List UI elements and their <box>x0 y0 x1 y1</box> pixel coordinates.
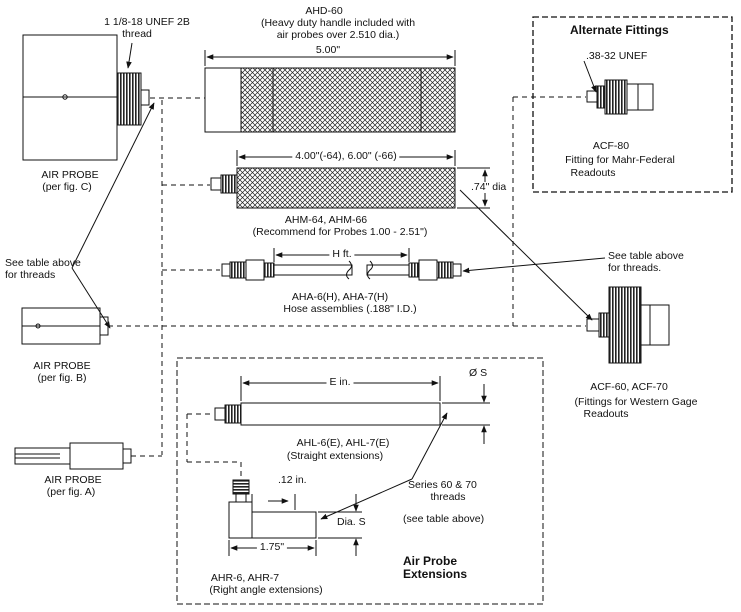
probe-c-thread-line2: thread <box>122 28 152 40</box>
probe-a-label-line2: (per fig. A) <box>46 486 96 498</box>
acf80-thread-label: .38-32 UNEF <box>586 50 648 62</box>
leader-series-to-straight <box>411 412 448 480</box>
ahm-dia-label: .74" dia <box>470 181 508 193</box>
right-angle-note-label: (Right angle extensions) <box>209 584 323 596</box>
hose-assembly <box>221 259 462 281</box>
series-note-line2: threads <box>430 491 466 503</box>
leader-threads-right <box>462 257 606 274</box>
probe-a-label-line1: AIR PROBE <box>44 474 102 486</box>
probe-b-drawing <box>21 307 109 345</box>
threads-note-left-line1: See table above <box>5 257 81 269</box>
straight-length-label: E in. <box>326 377 354 388</box>
acf80-desc-line1: Fitting for Mahr-Federal <box>565 154 675 166</box>
ahd60-handle <box>204 67 456 133</box>
straight-dia-label: Ø S <box>469 367 488 379</box>
alternate-fittings-box <box>532 16 733 193</box>
hose-note-label: Hose assemblies (.188" I.D.) <box>283 303 417 315</box>
acf60-note-line2: Readouts <box>583 408 629 420</box>
ahd60-note-line2: air probes over 2.510 dia.) <box>276 29 400 41</box>
ahm-note-label: (Recommend for Probes 1.00 - 2.51") <box>252 226 428 238</box>
hose-part-label: AHA-6(H), AHA-7(H) <box>291 291 389 303</box>
right-angle-dia-label: Dia. S <box>336 516 367 528</box>
straight-extension <box>214 402 441 426</box>
series-note-line3: (see table above) <box>403 513 485 525</box>
connection-lines <box>108 96 586 479</box>
extensions-box <box>176 357 544 605</box>
threads-note-left-line2: for threads <box>5 269 56 281</box>
acf80-fitting <box>586 79 654 115</box>
probe-c-label-line1: AIR PROBE <box>41 169 99 181</box>
leader-threads-left-bottom <box>71 267 111 329</box>
extensions-title-line1: Air Probe <box>403 554 458 568</box>
straight-part-label: AHL-6(E), AHL-7(E) <box>296 437 390 449</box>
series-note-line1: Series 60 & 70 <box>408 479 477 491</box>
ahd60-length-label: 5.00" <box>312 45 344 56</box>
probe-b-label-line1: AIR PROBE <box>33 360 91 372</box>
probe-c-label-line2: (per fig. C) <box>42 181 92 193</box>
probe-c-thread-leader <box>126 42 133 69</box>
acf80-desc-line2: Readouts <box>570 167 616 179</box>
ahd60-part-label: AHD-60 <box>305 5 343 17</box>
acf60-fitting <box>586 286 670 364</box>
acf80-thread-leader <box>583 60 597 93</box>
leader-ahm-to-acf60 <box>459 189 593 321</box>
probe-b-label-line2: (per fig. B) <box>37 372 87 384</box>
probe-a-drawing <box>14 442 132 470</box>
acf60-part-label: ACF-60, ACF-70 <box>590 381 668 393</box>
leader-threads-left-top <box>71 102 155 269</box>
probe-c-drawing <box>22 34 150 161</box>
alternate-fittings-title: Alternate Fittings <box>570 23 669 37</box>
right-angle-extension <box>228 479 317 539</box>
ahd60-note-line1: (Heavy duty handle included with <box>260 17 416 29</box>
ahm-extension <box>210 167 456 209</box>
ahm-length-label: 4.00"(-64), 6.00" (-66) <box>292 151 400 162</box>
hose-length-label: H ft. <box>329 249 355 260</box>
straight-note-label: (Straight extensions) <box>286 450 384 462</box>
ahm-part-label: AHM-64, AHM-66 <box>284 214 368 226</box>
probe-c-thread-line1: 1 1/8-18 UNEF 2B <box>104 16 190 28</box>
threads-note-right-line2: for threads. <box>608 262 662 274</box>
acf60-note-line1: (Fittings for Western Gage <box>574 396 698 408</box>
acf80-part-label: ACF-80 <box>592 140 630 152</box>
right-angle-length-label: 1.75" <box>256 542 288 553</box>
extensions-title-line2: Extensions <box>403 567 468 581</box>
threads-note-right-line1: See table above <box>608 250 684 262</box>
right-angle-part-label: AHR-6, AHR-7 <box>210 572 280 584</box>
right-angle-top-dim-label: .12 in. <box>278 474 307 486</box>
leader-series-to-right-angle <box>320 478 413 520</box>
